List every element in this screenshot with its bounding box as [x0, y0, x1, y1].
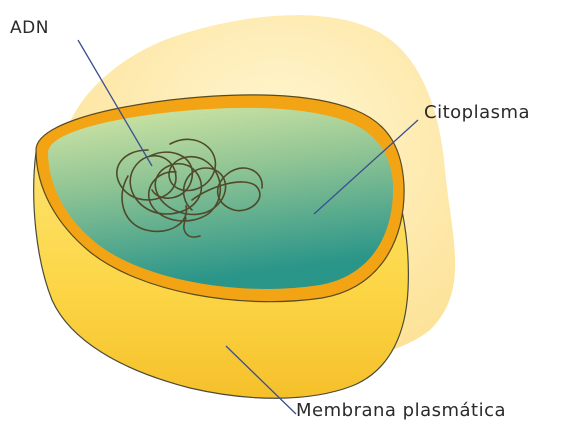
citoplasma-label: Citoplasma — [424, 102, 530, 123]
adn-label: ADN — [10, 18, 49, 38]
membrana-plasmatica-label: Membrana plasmática — [296, 400, 506, 421]
